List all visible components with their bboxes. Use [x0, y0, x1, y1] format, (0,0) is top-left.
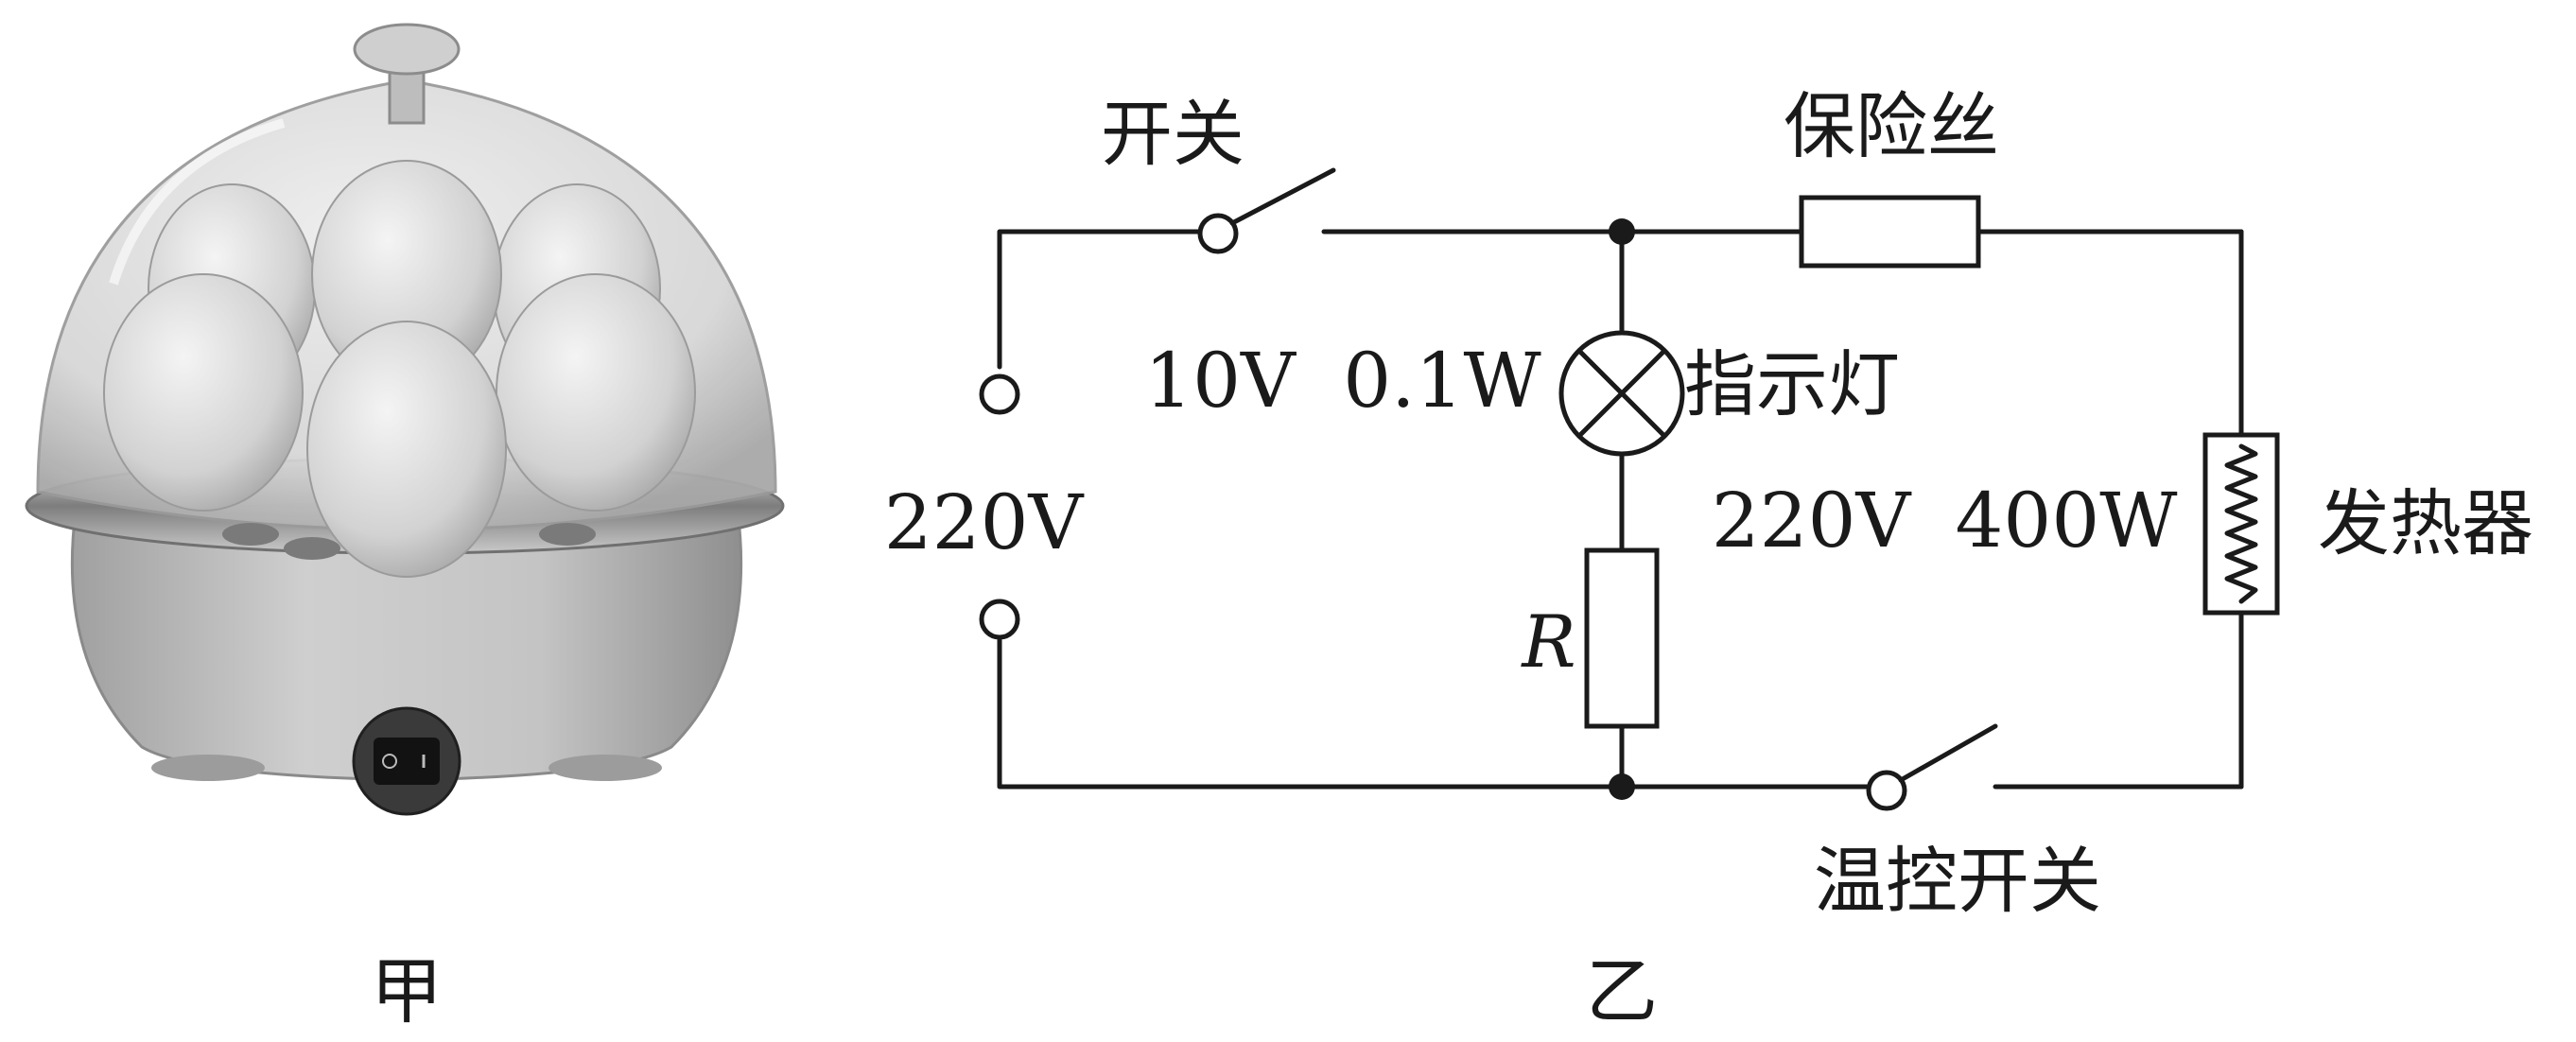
thermostat-switch-blade [1898, 723, 1998, 783]
circuit-diagram [979, 167, 2280, 811]
fuse-body [1799, 195, 1981, 269]
egg [306, 321, 507, 578]
label-heater: 发热器 [2318, 481, 2533, 565]
junction-bottom [1609, 773, 1635, 800]
label-indicator: 指示灯 [1684, 342, 1900, 426]
dome-highlight [109, 118, 286, 286]
label-heater-power: 400W [1956, 477, 2178, 564]
cooker-foot-left [151, 755, 265, 781]
junction-top [1609, 218, 1635, 245]
egg-tray-hole [539, 523, 596, 546]
label-fuse: 保险丝 [1784, 84, 1999, 168]
egg-cooker-illustration [25, 23, 785, 816]
label-resistor-r: R [1520, 599, 1575, 684]
heater-zigzag [2224, 443, 2258, 604]
caption-yi: 乙 [1586, 949, 1658, 1033]
wire-left-top [997, 229, 1204, 370]
egg [103, 273, 304, 512]
label-thermostat-switch: 温控开关 [1814, 839, 2101, 923]
supply-terminal-bottom [979, 599, 1020, 640]
label-indicator-voltage: 10V [1144, 337, 1297, 425]
power-switch-off-mark [382, 754, 397, 769]
power-switch-rocker [374, 738, 440, 785]
label-supply-voltage: 220V [884, 478, 1085, 566]
label-indicator-power: 0.1W [1343, 337, 1540, 425]
lid-knob-top [353, 23, 461, 76]
label-switch: 开关 [1101, 92, 1244, 176]
egg-tray-hole [284, 537, 340, 560]
egg-tray-hole [222, 523, 279, 546]
main-switch-pivot [1197, 213, 1239, 254]
label-heater-voltage: 220V [1712, 477, 1912, 564]
cooker-foot-right [548, 755, 662, 781]
egg [496, 273, 696, 512]
thermostat-switch-pivot [1866, 770, 1907, 811]
caption-jia: 甲 [371, 949, 443, 1033]
indicator-lamp-cross-b [1576, 348, 1667, 439]
supply-terminal-top [979, 373, 1020, 415]
resistor-r-body [1584, 547, 1660, 729]
main-switch-blade [1229, 167, 1336, 226]
wire-left-bottom [997, 634, 1625, 790]
